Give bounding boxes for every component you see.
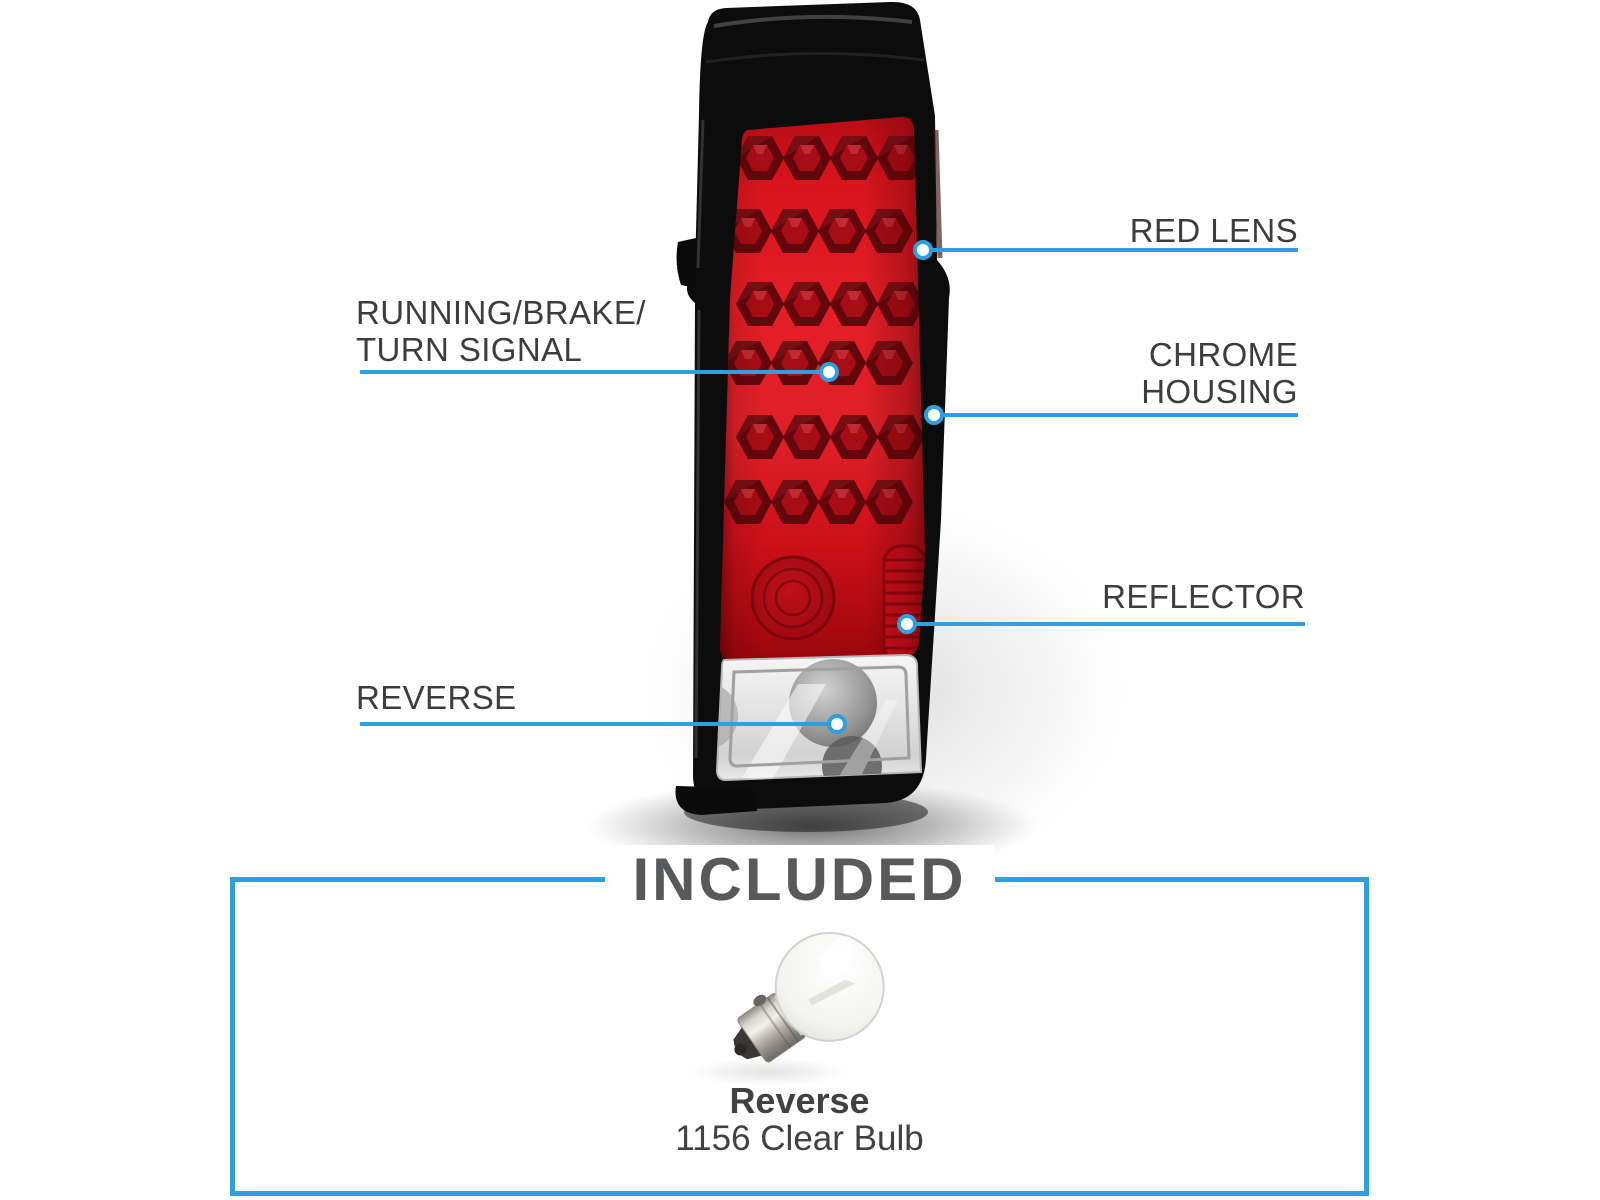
housing-right-glow xyxy=(933,129,943,259)
callout-lines xyxy=(360,248,1305,726)
label-running-brake-turn-signal: RUNNING/BRAKE/ TURN SIGNAL xyxy=(356,294,646,368)
tail-light-lamp xyxy=(675,1,950,815)
label-red-lens: RED LENS xyxy=(1129,212,1298,249)
callout-dot-red-lens xyxy=(913,240,933,260)
reverse-bulb-shadow-left xyxy=(717,682,738,750)
callout-dot-reverse xyxy=(827,714,847,734)
callout-dot-chrome-housing xyxy=(924,405,944,425)
housing-foot xyxy=(675,786,757,815)
label-chrome-line1: CHROME xyxy=(1148,336,1298,373)
included-title: INCLUDED xyxy=(604,845,995,914)
lens-shading xyxy=(720,116,925,661)
label-reflector: REFLECTOR xyxy=(1102,578,1305,615)
reverse-bulb-socket-lower xyxy=(822,736,882,780)
callout-dot-running-brake-turn-signal xyxy=(819,362,839,382)
housing-left-highlight xyxy=(694,119,705,759)
callout-dot-reflector xyxy=(897,614,917,634)
included-box: INCLUDED Reverse 1156 Clear Bulb xyxy=(230,845,1369,1196)
clear-lens-streak xyxy=(742,684,826,780)
label-running-brake-line1: RUNNING/BRAKE/ xyxy=(356,294,646,331)
red-lens-section xyxy=(720,116,925,661)
label-running-brake-line2: TURN SIGNAL xyxy=(356,331,583,368)
bulb-illustration xyxy=(690,931,885,1086)
callout-dots xyxy=(819,240,944,734)
housing-top-ridge xyxy=(705,51,925,64)
bulb-description: 1156 Clear Bulb xyxy=(675,1119,924,1158)
label-chrome-line2: HOUSING xyxy=(1141,373,1298,410)
label-reverse: REVERSE xyxy=(356,679,517,716)
label-chrome-housing: CHROME HOUSING xyxy=(1141,336,1298,410)
housing-top-highlight xyxy=(713,14,913,28)
bulb-name: Reverse xyxy=(729,1080,870,1121)
housing-left-flange xyxy=(676,238,696,288)
reverse-section xyxy=(715,653,923,782)
bulb-caption: Reverse 1156 Clear Bulb xyxy=(235,1080,1364,1158)
clear-lens-streak-2 xyxy=(838,700,898,778)
chrome-trim xyxy=(728,665,911,768)
